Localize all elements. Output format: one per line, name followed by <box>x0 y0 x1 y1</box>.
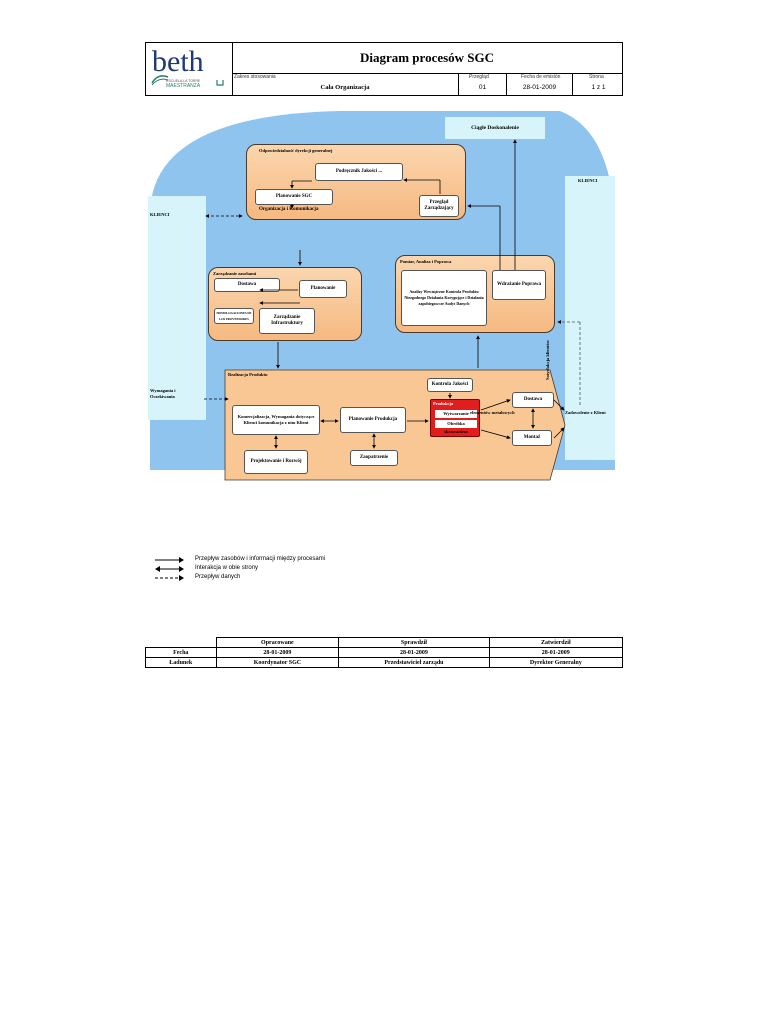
organization-text: Organizacja i Komunikacja <box>259 207 319 212</box>
production-delivery-box: Dostawa <box>512 392 554 408</box>
page-label: Strona <box>589 74 604 80</box>
manufacturing-label: Wytwarzanie <box>435 410 477 418</box>
logo-subtitle-2: MAESTRANZA <box>166 83 201 89</box>
signature-header-row: Opracowane Sprawdził Zatwierdził <box>146 637 624 648</box>
review-label: Przegląd <box>469 74 489 80</box>
date-prepared: 28-01-2009 <box>215 647 340 658</box>
table-row: Ładunek Koordynator SGC Przedstawiciel z… <box>145 657 624 668</box>
header-approved: Zatwierdził <box>488 637 624 648</box>
commercial-box: Komercjalizacja, Wymagania dotyczące Kli… <box>232 405 320 435</box>
resources-planning-box: Planowanie <box>299 280 347 298</box>
resources-title: Zarządzanie zasobami <box>213 271 257 276</box>
resources-delivery-box: Dostawa <box>214 278 280 292</box>
clients-right-label: KLIENCI <box>578 178 598 183</box>
role-approved: Dyrektor Generalny <box>488 657 624 668</box>
date-approved: 28-01-2009 <box>488 647 624 658</box>
supply-box: Zaopatrzenie <box>350 450 398 466</box>
production-title: Realizacja Produktu <box>228 372 268 377</box>
production-red-label: Produkcja <box>433 401 454 406</box>
table-row: Fecha 28-01-2009 28-01-2009 28-01-2009 <box>145 647 624 658</box>
management-title: Odpowiedzialność dyrekcji generalnej <box>259 148 333 153</box>
sgc-planning-box: Planowanie SGC <box>255 189 333 205</box>
machining-label: Obróbka skrawaniem <box>435 420 477 434</box>
infrastructure-box: Zarządzanie Infrastruktury <box>259 308 315 334</box>
management-block: Odpowiedzialność dyrekcji generalnej Pod… <box>246 144 466 220</box>
row-label-role: Ładunek <box>145 657 217 668</box>
assembly-box: Montaż <box>512 430 552 446</box>
management-review-box: Przegląd Zarządzający <box>419 195 459 217</box>
hr-box: HOMOLOGACIONES DE LOS PROVEEDORES <box>214 308 254 324</box>
solid-arrow-icon <box>155 557 184 563</box>
page-value: 1 z 1 <box>591 84 606 91</box>
double-arrow-icon <box>155 566 184 572</box>
scope-label: Zakres stosowania <box>234 74 276 80</box>
left-client-panel <box>148 196 206 420</box>
measurement-title: Pomiar, Analiza i Poprawa <box>400 259 452 264</box>
page-title: Diagram procesów SGC <box>232 43 622 74</box>
logo-swoosh-icon <box>151 75 169 86</box>
signature-table: Opracowane Sprawdził Zatwierdził Fecha 2… <box>145 637 624 668</box>
metal-elements-label: elementów metalowych <box>470 410 515 415</box>
dashed-arrow-icon <box>155 575 184 581</box>
analysis-box: Analizy Wewnętrzne Kontrola Produktu Nie… <box>401 270 487 326</box>
satisfaction-label: Zadowolenie z Klient <box>565 410 606 415</box>
production-red-box: Produkcja Wytwarzanie Obróbka skrawaniem <box>430 399 480 437</box>
quality-manual-box: Podręcznik Jakości ... <box>315 163 403 181</box>
right-client-panel <box>565 176 615 460</box>
header-prepared: Opracowane <box>215 637 340 648</box>
measurement-block: Pomiar, Analiza i Poprawa Analizy Wewnęt… <box>395 255 555 333</box>
scope-cell: Zakres stosowania Cała Organizacja <box>232 73 458 95</box>
logo: beth ESCUELA LA TORRE MAESTRANZA <box>146 43 233 95</box>
logo-text: beth <box>152 45 204 78</box>
design-box: Projektowanie i Rozwój <box>244 450 308 474</box>
quality-control-box: Kontrola Jakości <box>427 378 473 392</box>
resources-block: Zarządzanie zasobami Dostawa Planowanie … <box>208 267 362 341</box>
header-checked: Sprawdził <box>338 637 490 648</box>
requirements-label: Wymagania i Oczekiwania <box>150 388 176 399</box>
role-checked: Przedstawiciel zarządu <box>338 657 490 668</box>
date-label: Fecha de emisión <box>521 74 561 80</box>
date-cell: Fecha de emisión 28-01-2009 <box>506 73 572 95</box>
date-value: 28-01-2009 <box>522 84 557 91</box>
legend-data-label: Przepływ danych <box>195 574 241 580</box>
logo-cup-icon <box>216 80 224 86</box>
clients-left-label: KLIENCI <box>150 212 170 217</box>
date-checked: 28-01-2009 <box>338 647 490 658</box>
logo-subtitle: ESCUELA LA TORRE <box>166 79 201 83</box>
legend-flow-label: Przepływ zasobów i informacji między pro… <box>195 556 326 562</box>
header-table: beth ESCUELA LA TORRE MAESTRANZA Diagram… <box>145 42 623 96</box>
role-prepared: Koordynator SGC <box>215 657 340 668</box>
review-cell: Przegląd 01 <box>458 73 506 95</box>
production-planning-box: Planowanie Produkcja <box>340 407 406 433</box>
row-label-date: Fecha <box>145 647 217 658</box>
continuous-improvement-box: Ciągłe Doskonalenie <box>445 117 545 139</box>
scope-value: Cała Organizacja <box>320 84 370 91</box>
process-diagram: Ciągłe Doskonalenie KLIENCI KLIENCI Wyma… <box>140 110 620 485</box>
page-cell: Strona 1 z 1 <box>572 73 624 95</box>
legend-interaction-label: Interakcja w obie strony <box>195 565 259 571</box>
review-value: 01 <box>478 84 487 91</box>
implementation-box: Wdrażanie Poprawa <box>492 270 546 300</box>
